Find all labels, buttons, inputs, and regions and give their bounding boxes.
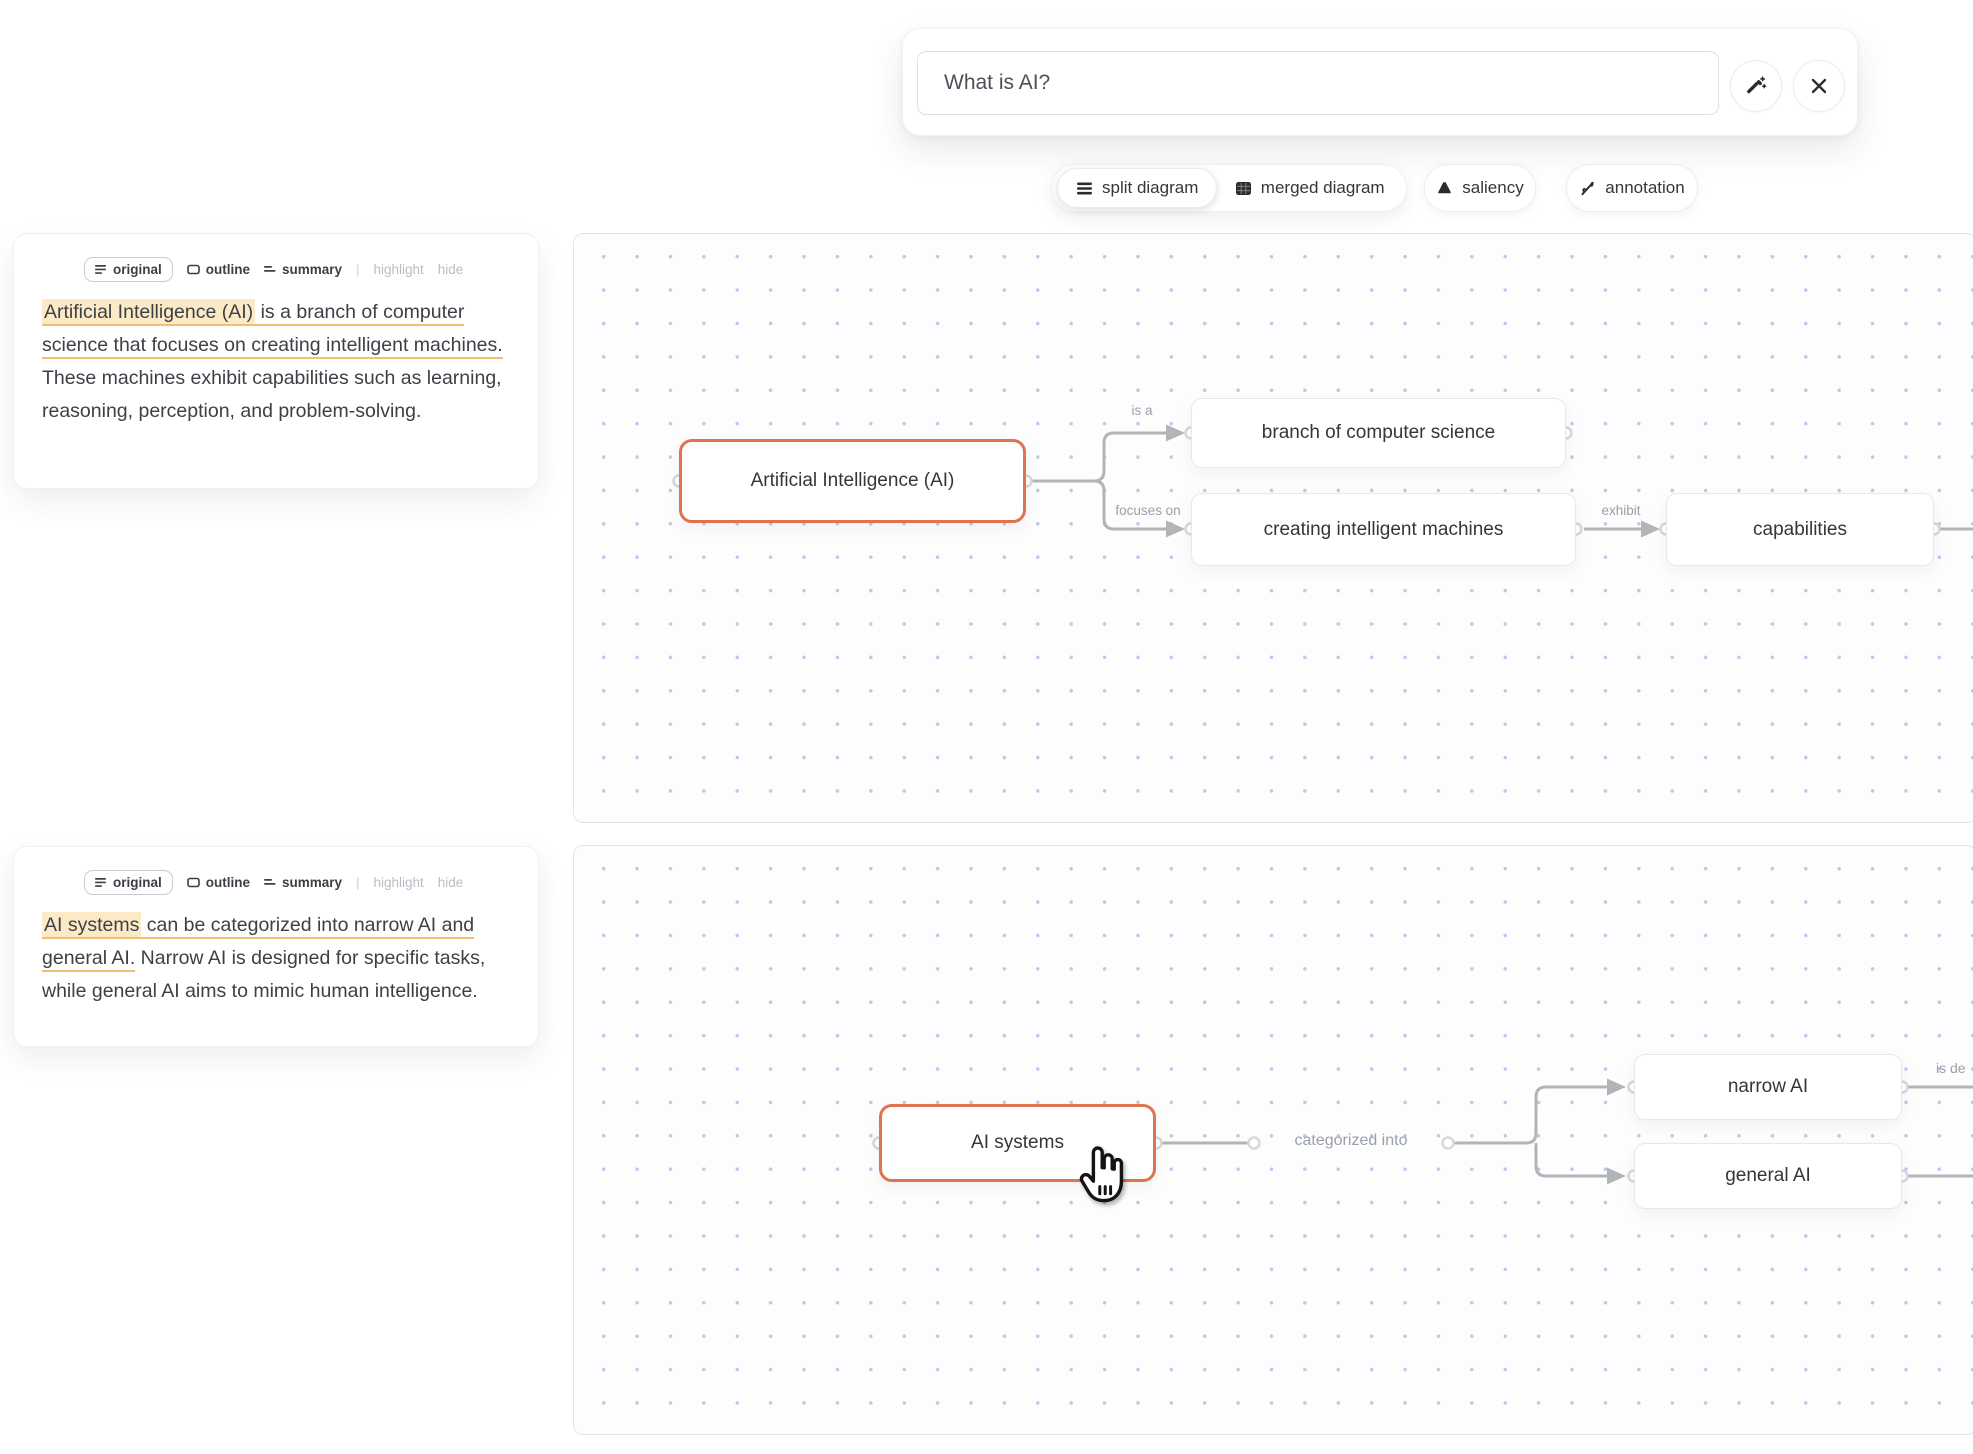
chip-label: annotation xyxy=(1605,178,1685,197)
source-text-card-1: original outline summary xyxy=(13,233,539,489)
tab-original[interactable]: original xyxy=(84,256,173,282)
tab-outline[interactable]: outline xyxy=(186,261,251,277)
underlined-span: can be categorized into narrow AI and ge… xyxy=(42,914,475,972)
edge-label-is-a: is a xyxy=(1131,403,1153,418)
chip-merged-diagram[interactable]: merged diagram xyxy=(1217,178,1406,198)
rows-icon xyxy=(1076,181,1093,196)
tabs-divider: | xyxy=(356,874,360,890)
box-outline-icon xyxy=(186,877,200,888)
tab-label: summary xyxy=(282,874,343,890)
diagram-mode-toolbar: split diagram merged diagram saliency xyxy=(0,164,1973,212)
chip-annotation[interactable]: annotation xyxy=(1566,164,1698,212)
equals-lines-icon xyxy=(264,877,276,887)
underlined-span: is a branch of computer science that foc… xyxy=(42,301,503,359)
tab-label: original xyxy=(113,261,162,277)
pen-slash-icon xyxy=(1579,180,1596,197)
diagram-canvas-1[interactable]: Artificial Intelligence (AI) branch of c… xyxy=(573,233,1973,823)
edge-label-is-designed: is de xyxy=(1936,1060,1966,1076)
diagram-canvas-2[interactable]: AI systems narrow AI general AI categori… xyxy=(573,845,1973,1435)
chip-saliency[interactable]: saliency xyxy=(1424,164,1536,212)
source-text-card-2: original outline summary xyxy=(13,846,539,1047)
tab-label: outline xyxy=(205,874,251,890)
node-general-ai[interactable]: general AI xyxy=(1634,1143,1902,1209)
close-icon xyxy=(1808,75,1830,97)
card-view-tabs: original outline summary xyxy=(84,867,463,897)
tab-highlight[interactable]: highlight xyxy=(373,874,424,890)
tab-label: summary xyxy=(282,261,343,277)
node-capabilities[interactable]: capabilities xyxy=(1666,493,1934,566)
tab-original[interactable]: original xyxy=(84,869,173,895)
source-paragraph: Artificial Intelligence (AI) is a branch… xyxy=(42,296,530,428)
generate-button[interactable] xyxy=(1730,60,1782,112)
tab-highlight[interactable]: highlight xyxy=(373,261,424,277)
card-view-tabs: original outline summary xyxy=(84,254,463,284)
edge-label-focuses-on: focuses on xyxy=(1115,503,1181,518)
diagram-mode-switch: split diagram merged diagram xyxy=(1051,164,1407,212)
tabs-divider: | xyxy=(356,261,360,277)
tab-hide[interactable]: hide xyxy=(437,874,464,890)
query-panel xyxy=(902,28,1858,136)
hand-pointer-cursor xyxy=(1079,1146,1124,1203)
box-outline-icon xyxy=(186,264,200,275)
chip-label: merged diagram xyxy=(1260,178,1385,197)
tab-summary[interactable]: summary xyxy=(264,262,342,277)
tab-outline[interactable]: outline xyxy=(186,874,251,890)
highlighted-span: Artificial Intelligence (AI) xyxy=(42,299,256,326)
tab-hide[interactable]: hide xyxy=(437,261,464,277)
tab-label: original xyxy=(113,874,162,890)
plain-span: These machines exhibit capabilities such… xyxy=(42,367,502,422)
tab-label: outline xyxy=(205,261,251,277)
chip-split-diagram[interactable]: split diagram xyxy=(1057,168,1218,208)
question-input[interactable] xyxy=(917,51,1719,115)
source-paragraph: AI systems can be categorized into narro… xyxy=(42,909,530,1008)
node-creating-intelligent-machines[interactable]: creating intelligent machines xyxy=(1191,493,1576,566)
node-artificial-intelligence[interactable]: Artificial Intelligence (AI) xyxy=(679,439,1026,523)
grid-square-icon xyxy=(1235,181,1252,196)
equals-lines-icon xyxy=(264,264,276,274)
edge-label-categorized-into: categorized into xyxy=(1294,1132,1408,1149)
tab-summary[interactable]: summary xyxy=(264,875,342,890)
text-lines-icon xyxy=(95,264,107,275)
plain-span: Narrow AI is designed for specific tasks… xyxy=(42,947,486,1002)
edge-label-exhibit: exhibit xyxy=(1601,503,1641,518)
close-button[interactable] xyxy=(1793,60,1845,112)
chip-label: split diagram xyxy=(1102,178,1199,197)
node-narrow-ai[interactable]: narrow AI xyxy=(1634,1054,1902,1120)
text-lines-icon xyxy=(95,877,107,888)
node-branch-of-computer-science[interactable]: branch of computer science xyxy=(1191,398,1566,468)
magic-wand-icon xyxy=(1744,74,1768,98)
triangle-icon xyxy=(1436,180,1453,196)
chip-label: saliency xyxy=(1462,178,1524,197)
highlighted-span: AI systems xyxy=(42,912,142,939)
